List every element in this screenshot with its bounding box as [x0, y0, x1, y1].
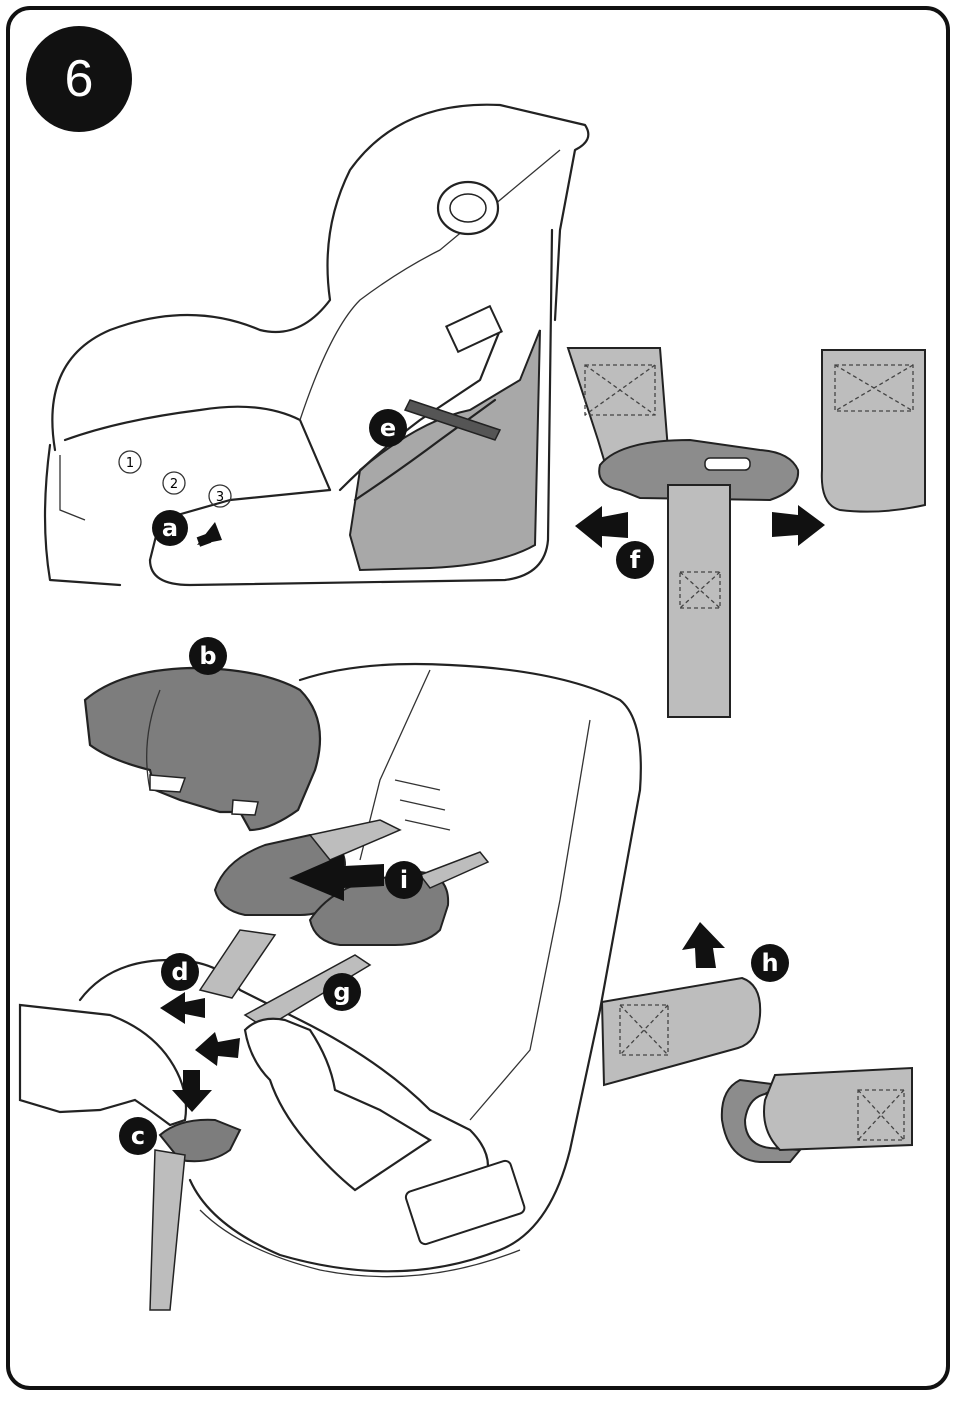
seat-base-top: [148, 488, 332, 562]
seat-front-shell: [188, 662, 642, 1273]
label-c-text: c: [131, 1122, 145, 1150]
label-e: e: [369, 409, 407, 447]
seat-wing-seam: [469, 719, 591, 1121]
shoulder-strap-right: [418, 851, 490, 889]
lower-strap-end: [763, 1066, 913, 1152]
vertical-strap: [667, 484, 731, 718]
vertical-strap-stitch-x: [679, 571, 721, 609]
shoulder-pad: [445, 304, 503, 354]
label-i-text: i: [400, 866, 408, 894]
arrow-left-i-icon: [289, 854, 384, 901]
label-f-text: f: [630, 546, 641, 574]
headrest-cover: [83, 666, 322, 832]
shoulder-strap-left: [308, 819, 402, 861]
adjuster-cover: [158, 1118, 242, 1163]
recline-position-3: 3: [216, 490, 224, 505]
lever-cable: [43, 443, 122, 587]
right-strap-end: [820, 349, 926, 513]
left-hand: [18, 1003, 188, 1127]
upper-strap-end: [600, 976, 762, 1087]
label-h-text: h: [761, 949, 778, 977]
harness-clip: [598, 438, 800, 502]
label-i-badge: [385, 861, 423, 899]
arrow-left-g-icon: [195, 1032, 240, 1066]
label-i: i: [385, 861, 423, 899]
seat-cushion-front: [78, 958, 490, 1222]
strap-d: [198, 929, 277, 999]
label-c: c: [119, 1117, 157, 1155]
arrow-down-c-icon: [172, 1070, 212, 1112]
seat-base-front: [199, 1209, 521, 1278]
recline-position-1-marker: [118, 450, 142, 474]
lower-strap-stitch: [857, 1089, 905, 1141]
label-b-badge: [189, 637, 227, 675]
step-number: 6: [64, 50, 94, 108]
recline-position-2-marker: [162, 471, 186, 495]
chest-clip: [403, 399, 502, 441]
arrow-left-f-icon: [575, 506, 628, 548]
left-strap-stitch: [584, 364, 656, 416]
strap-clip-detail-f: [566, 347, 926, 718]
label-b-text: b: [199, 642, 216, 670]
label-g-badge: [323, 973, 361, 1011]
arrow-up-a-shaft: [196, 533, 212, 547]
vertical-strap-stitch: [679, 571, 721, 609]
label-h-badge: [751, 944, 789, 982]
adjust-knob-inner: [449, 193, 487, 223]
seat-back-contour: [299, 149, 561, 421]
label-f-badge: [616, 541, 654, 579]
label-g: g: [323, 973, 361, 1011]
seat-cushion-edge: [63, 405, 332, 492]
adjuster-strap: [149, 1149, 186, 1311]
label-d-badge: [161, 953, 199, 991]
recline-position-1: 1: [126, 456, 134, 471]
shoulder-pad-left: [213, 833, 347, 916]
crotch-buckle: [404, 1159, 526, 1246]
harness-slots: [394, 779, 451, 831]
recline-positions: 1 2 3: [118, 450, 232, 508]
label-e-badge: [369, 409, 407, 447]
seat-base-outline: [148, 228, 554, 587]
label-h: h: [751, 944, 789, 982]
label-b: b: [189, 637, 227, 675]
harness-clip-slot: [704, 457, 751, 471]
harness-strap-right: [353, 398, 497, 502]
arrow-right-f-icon: [772, 505, 825, 546]
adjust-knob: [436, 180, 500, 236]
label-f: f: [616, 541, 654, 579]
headrest-seam: [146, 689, 161, 791]
seat-side-panel: [348, 329, 541, 572]
headrest-slots: [149, 774, 259, 816]
label-a-badge: [152, 510, 188, 546]
lower-strap-stitch-x: [857, 1089, 905, 1141]
label-d-text: d: [171, 958, 188, 986]
upper-strap-stitch: [619, 1004, 669, 1056]
label-a: a: [152, 510, 188, 546]
seat-shell-outline: [51, 103, 590, 452]
seat-front-edge: [59, 455, 86, 521]
label-c-badge: [119, 1117, 157, 1155]
arrow-up-h-icon: [682, 922, 725, 968]
label-a-text: a: [162, 514, 178, 542]
strap-clip-detail-h: [600, 922, 913, 1163]
label-e-text: e: [380, 414, 396, 442]
left-strap-stitch-x: [584, 364, 656, 416]
step-number-badge: 6: [26, 26, 132, 132]
right-strap-stitch: [834, 364, 914, 412]
label-d: d: [161, 953, 199, 991]
right-strap-stitch-x: [834, 364, 914, 412]
upper-strap-stitch-x: [619, 1004, 669, 1056]
seat-side-view: 1 2 3: [43, 103, 590, 587]
arrow-left-d-icon: [160, 992, 205, 1024]
recline-position-3-marker: [208, 484, 232, 508]
right-hand: [243, 1017, 433, 1192]
label-g-text: g: [333, 978, 350, 1006]
recline-position-2: 2: [170, 477, 178, 492]
